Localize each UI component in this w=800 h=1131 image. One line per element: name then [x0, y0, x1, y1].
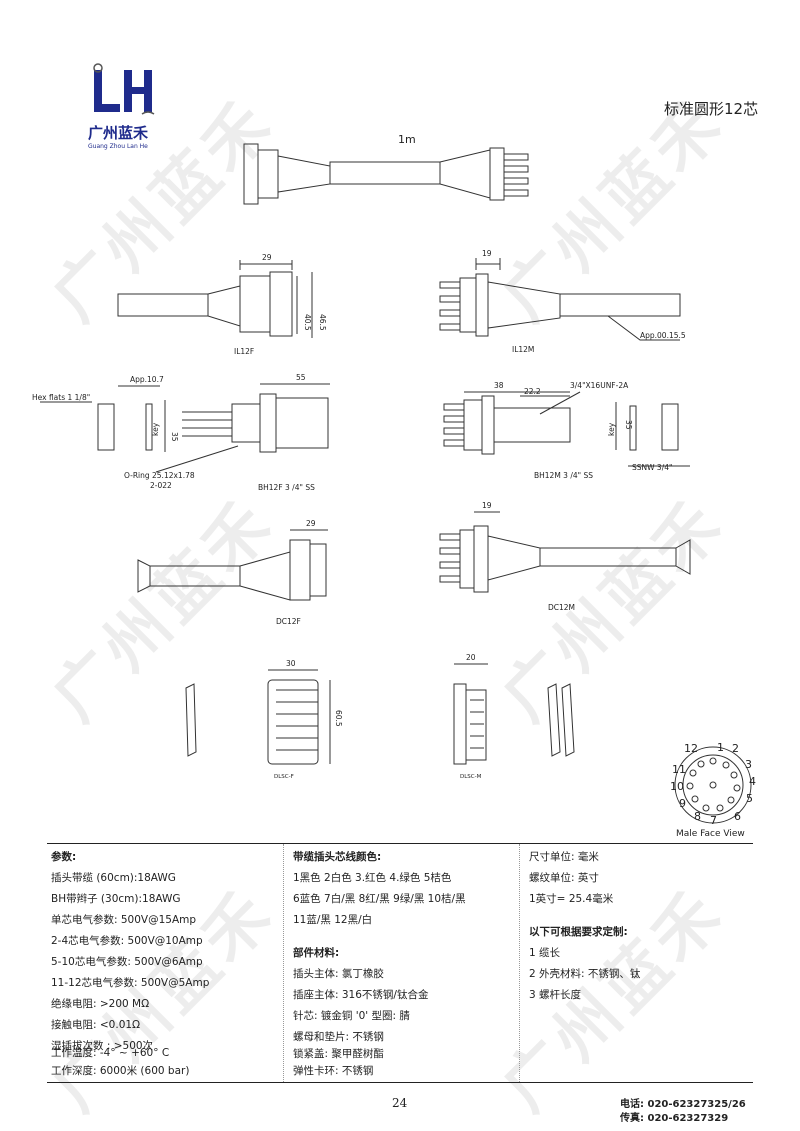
dim-bh12m-222: 22.2: [524, 387, 541, 396]
pin-label: 3: [745, 758, 752, 771]
pin-label: 7: [710, 814, 717, 827]
param-item: 湿插拔次数 : >500次: [51, 1040, 154, 1052]
custom-item: 3 螺杆长度: [529, 989, 582, 1001]
param-item: 2-4芯电气参数: 500V@10Amp: [51, 935, 203, 947]
label-dlscm: DLSC-M: [460, 774, 482, 780]
dim-il12m-19: 19: [482, 249, 492, 258]
label-bh12m-key: key: [607, 422, 616, 436]
label-app107: App.10.7: [130, 375, 164, 384]
dim-dlscf-30: 30: [286, 659, 296, 668]
logo-mark: [93, 63, 155, 115]
custom-header: 以下可根据要求定制:: [529, 926, 628, 938]
param-item: 5-10芯电气参数: 500V@6Amp: [51, 956, 203, 968]
part-item: 插座主体: 316不锈钢/钛合金: [293, 989, 429, 1001]
param-item: 单芯电气参数: 500V@15Amp: [51, 914, 197, 926]
label-oring: O-Ring 25.12x1.78: [124, 471, 195, 480]
pin-label: 11: [672, 763, 686, 776]
label-dc12m: DC12M: [548, 603, 575, 612]
param-item: 工作温度: -4° ~ +60° C: [51, 1047, 170, 1059]
dim-bh12f-55: 55: [296, 373, 306, 382]
label-bh12f-key: key: [151, 422, 160, 436]
dim-bh12m-38: 38: [494, 381, 504, 390]
part-item: 插头主体: 氯丁橡胶: [293, 968, 384, 980]
dim-dlscm-20: 20: [466, 653, 476, 662]
unit-item: 螺纹单位: 英寸: [529, 872, 599, 884]
label-bh12f: BH12F 3 /4" SS: [258, 483, 315, 492]
dim-bh12m-35: 35: [624, 420, 633, 430]
pin-label: 5: [746, 792, 753, 805]
pin-label: 10: [670, 780, 684, 793]
pin-label: 6: [734, 810, 741, 823]
label-bh12m: BH12M 3 /4" SS: [534, 471, 593, 480]
custom-item: 1 缆长: [529, 947, 561, 959]
dim-bh12f-35: 35: [170, 432, 179, 442]
pin-label: 4: [749, 775, 756, 788]
part-item: 螺母和垫片: 不锈钢: [293, 1031, 384, 1043]
logo-en: Guang Zhou Lan He: [88, 143, 148, 150]
colors-header: 带缆插头芯线颜色:: [293, 851, 382, 863]
part-item: 弹性卡环: 不锈钢: [293, 1065, 374, 1077]
param-item: 工作深度: 6000米 (600 bar): [51, 1065, 190, 1077]
parts-header: 部件材料:: [293, 947, 340, 959]
color-item: 6蓝色 7白/黑 8红/黑 9绿/黑 10桔/黑: [293, 893, 466, 905]
label-male-face: Male Face View: [676, 829, 745, 839]
unit-item: 1英寸= 25.4毫米: [529, 893, 614, 905]
pin-holes: [686, 757, 741, 812]
color-item: 11蓝/黑 12黑/白: [293, 914, 373, 926]
dim-il12f-405: 40.5: [303, 314, 312, 331]
label-oring-code: 2-022: [150, 481, 172, 490]
dim-dc12f-29: 29: [306, 519, 316, 528]
part-item: 锁紧盖: 聚甲醛树酯: [293, 1048, 384, 1060]
unit-item: 尺寸单位: 毫米: [529, 851, 599, 863]
param-item: BH带辫子 (30cm):18AWG: [51, 893, 181, 905]
label-il12m: IL12M: [512, 345, 534, 354]
dim-dc12m-19: 19: [482, 501, 492, 510]
label-app155: App.00.15.5: [640, 331, 686, 340]
custom-item: 2 外壳材料: 不锈钢、钛: [529, 968, 641, 980]
page-title: 标准圆形12芯: [664, 100, 759, 118]
pin-label: 12: [684, 742, 698, 755]
part-item: 针芯: 镀金铜 '0' 型圈: 腈: [293, 1010, 410, 1022]
logo-cn: 广州蓝禾: [88, 124, 149, 142]
label-il12f: IL12F: [234, 347, 254, 356]
pin-label: 1: [717, 741, 724, 754]
page-number: 24: [392, 1096, 408, 1110]
param-item: 绝缘电阻: >200 MΩ: [51, 998, 150, 1010]
param-item: 接触电阻: <0.01Ω: [51, 1019, 141, 1031]
param-item: 11-12芯电气参数: 500V@5Amp: [51, 977, 210, 989]
params-header: 参数:: [51, 851, 77, 863]
spec-table: 参数: 插头带缆 (60cm):18AWG BH带辫子 (30cm):18AWG…: [47, 843, 753, 1083]
label-thread: 3/4"X16UNF-2A: [570, 381, 629, 390]
label-dc12f: DC12F: [276, 617, 301, 626]
dim-dlscf-605: 60.5: [334, 710, 343, 727]
contact-phone: 电话: 020-62327325/26: [620, 1099, 746, 1110]
color-item: 1黑色 2白色 3.红色 4.绿色 5桔色: [293, 872, 452, 884]
param-item: 插头带缆 (60cm):18AWG: [51, 872, 176, 884]
company-logo: 广州蓝禾 Guang Zhou Lan He: [88, 60, 160, 150]
pin-label: 8: [694, 810, 701, 823]
pin-label: 2: [732, 742, 739, 755]
label-hex: Hex flats 1 1/8": [32, 393, 90, 402]
pin-label: 9: [679, 797, 686, 810]
technical-drawing: 1m 29 40.5 46.5 IL12F 19 App.00.15.5 IL1…: [32, 133, 752, 839]
label-dlscf: DLSC-F: [274, 774, 294, 780]
dim-il12f-29: 29: [262, 253, 272, 262]
label-length: 1m: [398, 133, 416, 146]
dim-il12f-465: 46.5: [318, 314, 327, 331]
contact-fax: 传真: 020-62327329: [620, 1113, 729, 1124]
label-ssnw: SSNW 3/4": [632, 463, 672, 472]
